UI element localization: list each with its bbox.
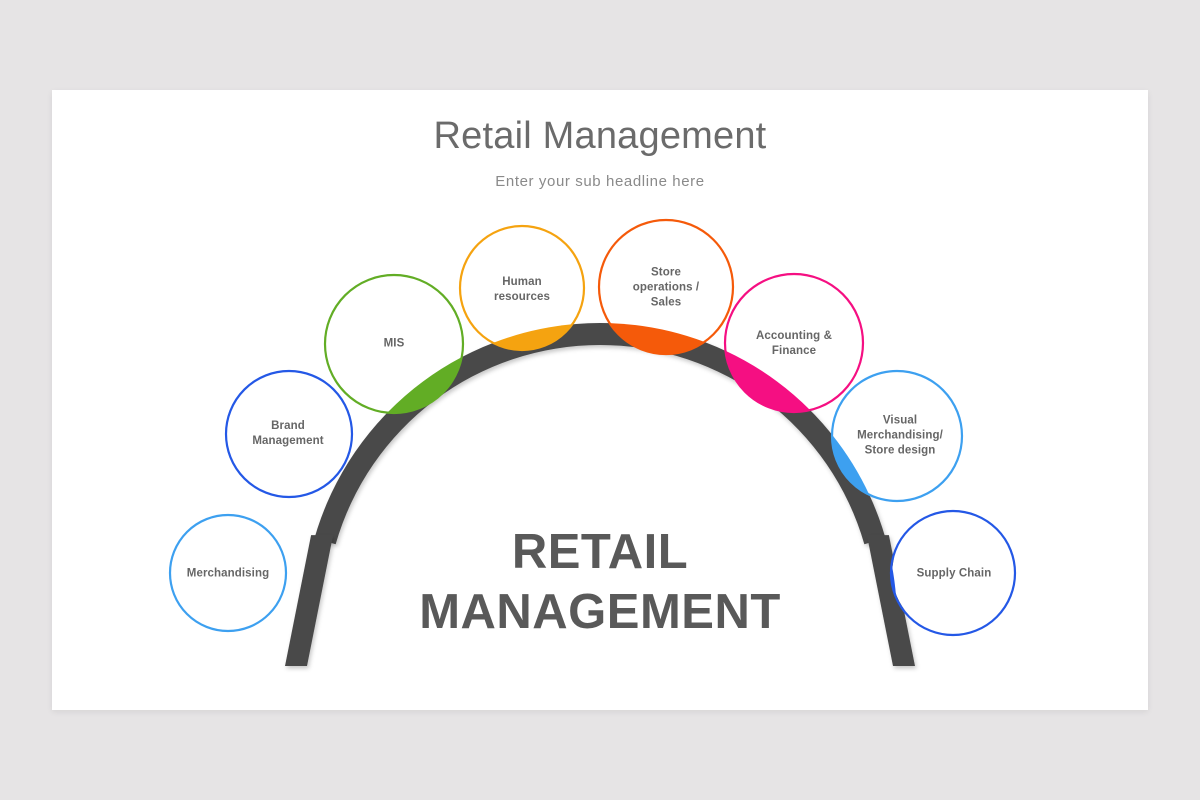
node-circle-visual-merchandising-store-design[interactable] <box>830 369 964 503</box>
node-circle-accounting-finance[interactable] <box>723 272 865 414</box>
node-circle-store-operations-sales[interactable] <box>597 218 735 356</box>
node-fill-store-operations-sales <box>600 221 732 353</box>
node-fill-mis <box>326 276 462 412</box>
node-circle-supply-chain[interactable] <box>889 509 1017 637</box>
node-lens-top-accounting-finance <box>725 350 811 412</box>
arc-tail-left <box>285 535 334 666</box>
node-lens-top-supply-chain <box>891 563 897 598</box>
node-fill-merchandising <box>171 516 285 630</box>
node-lens-top-human-resources <box>493 324 573 350</box>
node-circle-merchandising[interactable] <box>168 513 288 633</box>
page-title: Retail Management <box>433 115 767 157</box>
node-fill-human-resources <box>461 227 583 349</box>
page-subtitle: Enter your sub headline here <box>495 173 705 190</box>
node-lens-top-mis <box>387 357 462 413</box>
node-lens-top-store-operations-sales <box>609 323 705 354</box>
center-headline-line2: MANAGEMENT <box>419 585 781 639</box>
node-circle-brand-management[interactable] <box>224 369 354 499</box>
node-fill-visual-merchandising-store-design <box>833 372 961 500</box>
node-fill-supply-chain <box>892 512 1014 634</box>
node-lens-top-visual-merchandising-store-design <box>832 434 870 495</box>
node-fill-brand-management <box>227 372 351 496</box>
node-circle-layer <box>168 218 1017 637</box>
arc-tail-right <box>866 535 915 666</box>
node-circle-mis[interactable] <box>323 273 465 415</box>
center-headline-line1: RETAIL <box>511 525 689 579</box>
node-circle-human-resources[interactable] <box>458 224 586 352</box>
